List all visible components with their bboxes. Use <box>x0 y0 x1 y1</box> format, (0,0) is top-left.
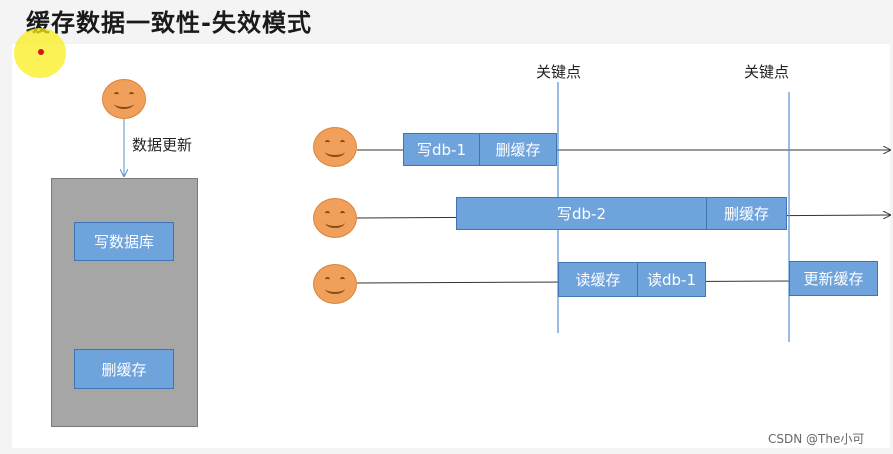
row3-read-cache-box: 读缓存 <box>558 262 638 297</box>
key-point-label-1: 关键点 <box>536 63 582 81</box>
delete-cache-box: 删缓存 <box>74 349 174 389</box>
db-panel <box>51 178 198 427</box>
row1-delete-cache-box: 删缓存 <box>479 133 557 166</box>
row3-read-db1-box: 读db-1 <box>637 262 706 297</box>
watermark: CSDN @The小可 <box>768 432 865 446</box>
write-database-box: 写数据库 <box>74 222 174 261</box>
row3-update-cache-box: 更新缓存 <box>789 261 878 296</box>
thread3-face-icon <box>313 264 357 304</box>
row2-delete-cache-box: 删缓存 <box>706 197 787 230</box>
slide-title: 缓存数据一致性-失效模式 <box>26 9 312 37</box>
row2-write-db2-box: 写db-2 <box>456 197 707 230</box>
laser-pointer-dot <box>38 49 44 55</box>
row1-write-db1-box: 写db-1 <box>403 133 480 166</box>
thread1-face-icon <box>313 127 357 167</box>
thread2-face-icon <box>313 198 357 238</box>
key-point-label-2: 关键点 <box>744 63 790 81</box>
user-face-icon <box>102 79 146 119</box>
data-update-label: 数据更新 <box>132 136 193 154</box>
